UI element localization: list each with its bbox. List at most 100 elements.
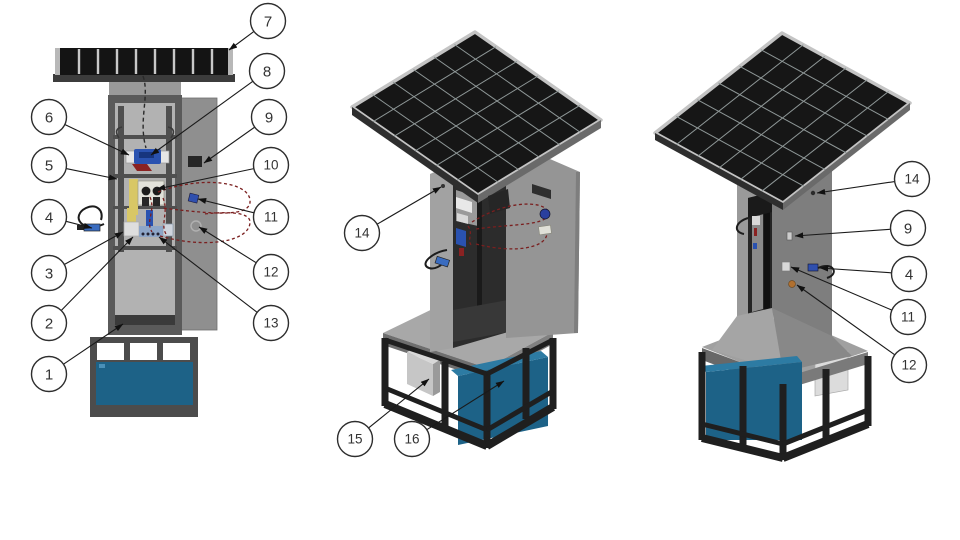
callout-bubble-7	[249, 2, 287, 40]
cabinet-shelf	[115, 315, 175, 325]
battery-rear	[701, 356, 802, 440]
leader-line-2	[60, 236, 134, 311]
solar-panel-iso-rear	[653, 31, 912, 210]
leader-line-6	[64, 124, 130, 156]
callout-number-11: 11	[264, 210, 278, 225]
callout-number-9: 9	[265, 109, 273, 126]
base-frame-rear	[698, 352, 872, 462]
callout-number-7: 7	[264, 13, 272, 30]
view-isometric-front	[350, 30, 603, 450]
callout-bubble-5	[30, 146, 68, 184]
callout-bubble-4	[30, 198, 68, 236]
base-frame	[381, 337, 557, 450]
callout-bubble-16	[393, 420, 431, 458]
leader-line-9	[794, 228, 891, 239]
battery-jumper-cables	[148, 181, 251, 244]
cable-connector-blue	[187, 192, 200, 204]
solar-panel-iso-front	[350, 30, 603, 214]
connector-white-iso	[538, 224, 552, 236]
callout-bubble-4	[890, 255, 928, 293]
callout-bubble-1	[30, 355, 68, 393]
leader-line-16	[426, 380, 505, 431]
lifting-hook-right	[167, 126, 175, 139]
leader-line-8	[150, 80, 254, 156]
external-cable-loop-iso	[424, 249, 451, 270]
callout-bubble-14	[343, 214, 381, 252]
tower	[430, 150, 508, 352]
leader-line-10	[156, 168, 254, 191]
callout-number-3: 3	[45, 265, 53, 282]
leader-line-4	[65, 220, 93, 229]
rack-frame	[113, 106, 177, 252]
callout-bubble-3	[30, 254, 68, 292]
leader-line-3	[64, 231, 124, 265]
battery	[96, 362, 193, 405]
leader-line-12	[198, 226, 257, 264]
leader-line-1	[63, 323, 124, 365]
leader-line-11	[197, 198, 255, 214]
leader-line-12	[796, 284, 896, 356]
callout-bubble-11	[252, 198, 290, 236]
callout-bubble-10	[252, 146, 290, 184]
callout-bubble-12	[252, 253, 290, 291]
leader-line-14	[816, 181, 895, 195]
blue-connector-rear	[807, 263, 819, 272]
panel-feed-cable	[142, 75, 147, 149]
callout-number-14: 14	[904, 172, 920, 187]
jumper-cables-iso	[467, 203, 552, 250]
callout-bubble-14	[893, 160, 931, 198]
gland-orange	[788, 280, 796, 288]
equipment-cabinet	[108, 75, 182, 335]
mount-bolt	[441, 184, 445, 188]
callout-bubble-9	[250, 98, 288, 136]
leader-line-11	[790, 266, 893, 311]
callout-number-4: 4	[45, 209, 53, 226]
callout-bubble-8	[248, 52, 286, 90]
callout-bubble-11	[889, 298, 927, 336]
tower-rear	[736, 148, 832, 348]
callout-bubble-6	[30, 98, 68, 136]
vent-slot	[188, 156, 202, 167]
mount-bolt-rear	[810, 190, 816, 196]
white-connector-rear	[781, 261, 791, 272]
callout-number-13: 13	[263, 316, 278, 331]
view-isometric-rear	[653, 31, 912, 462]
controller-iso	[456, 197, 472, 213]
callout-number-15: 15	[347, 432, 362, 447]
lifting-hook-left	[115, 126, 123, 139]
leader-line-7	[228, 31, 255, 51]
view-front-elevation	[53, 48, 251, 417]
callout-number-12: 12	[901, 358, 916, 373]
callout-bubble-9	[889, 209, 927, 247]
panel-grid-line	[761, 90, 889, 192]
leader-line-15	[368, 378, 430, 429]
callout-number-16: 16	[404, 432, 419, 447]
leader-line-13	[158, 236, 258, 313]
callout-number-4: 4	[905, 266, 913, 283]
tower-skirt	[712, 308, 852, 372]
tower-fittings	[781, 190, 835, 288]
callout-bubble-13	[252, 304, 290, 342]
callout-number-12: 12	[263, 265, 278, 280]
cabinet-door-open	[506, 140, 580, 338]
callout-number-11: 11	[901, 310, 915, 325]
battery-enclosure	[90, 337, 198, 417]
callout-bubble-2	[30, 304, 68, 342]
callout-number-9: 9	[904, 220, 912, 237]
leader-line-14	[376, 186, 442, 225]
callout-number-1: 1	[45, 366, 53, 383]
callout-bubble-12	[890, 346, 928, 384]
small-connector	[786, 231, 793, 241]
leader-line-4	[819, 265, 892, 274]
cable-gland	[190, 220, 202, 232]
side-panel	[179, 97, 218, 331]
callout-number-8: 8	[263, 63, 271, 80]
leader-line-9	[203, 126, 256, 164]
callout-number-14: 14	[354, 226, 370, 241]
callout-number-5: 5	[45, 157, 53, 174]
callout-number-10: 10	[263, 158, 278, 173]
leader-line-5	[66, 167, 118, 181]
callout-number-2: 2	[45, 315, 53, 332]
